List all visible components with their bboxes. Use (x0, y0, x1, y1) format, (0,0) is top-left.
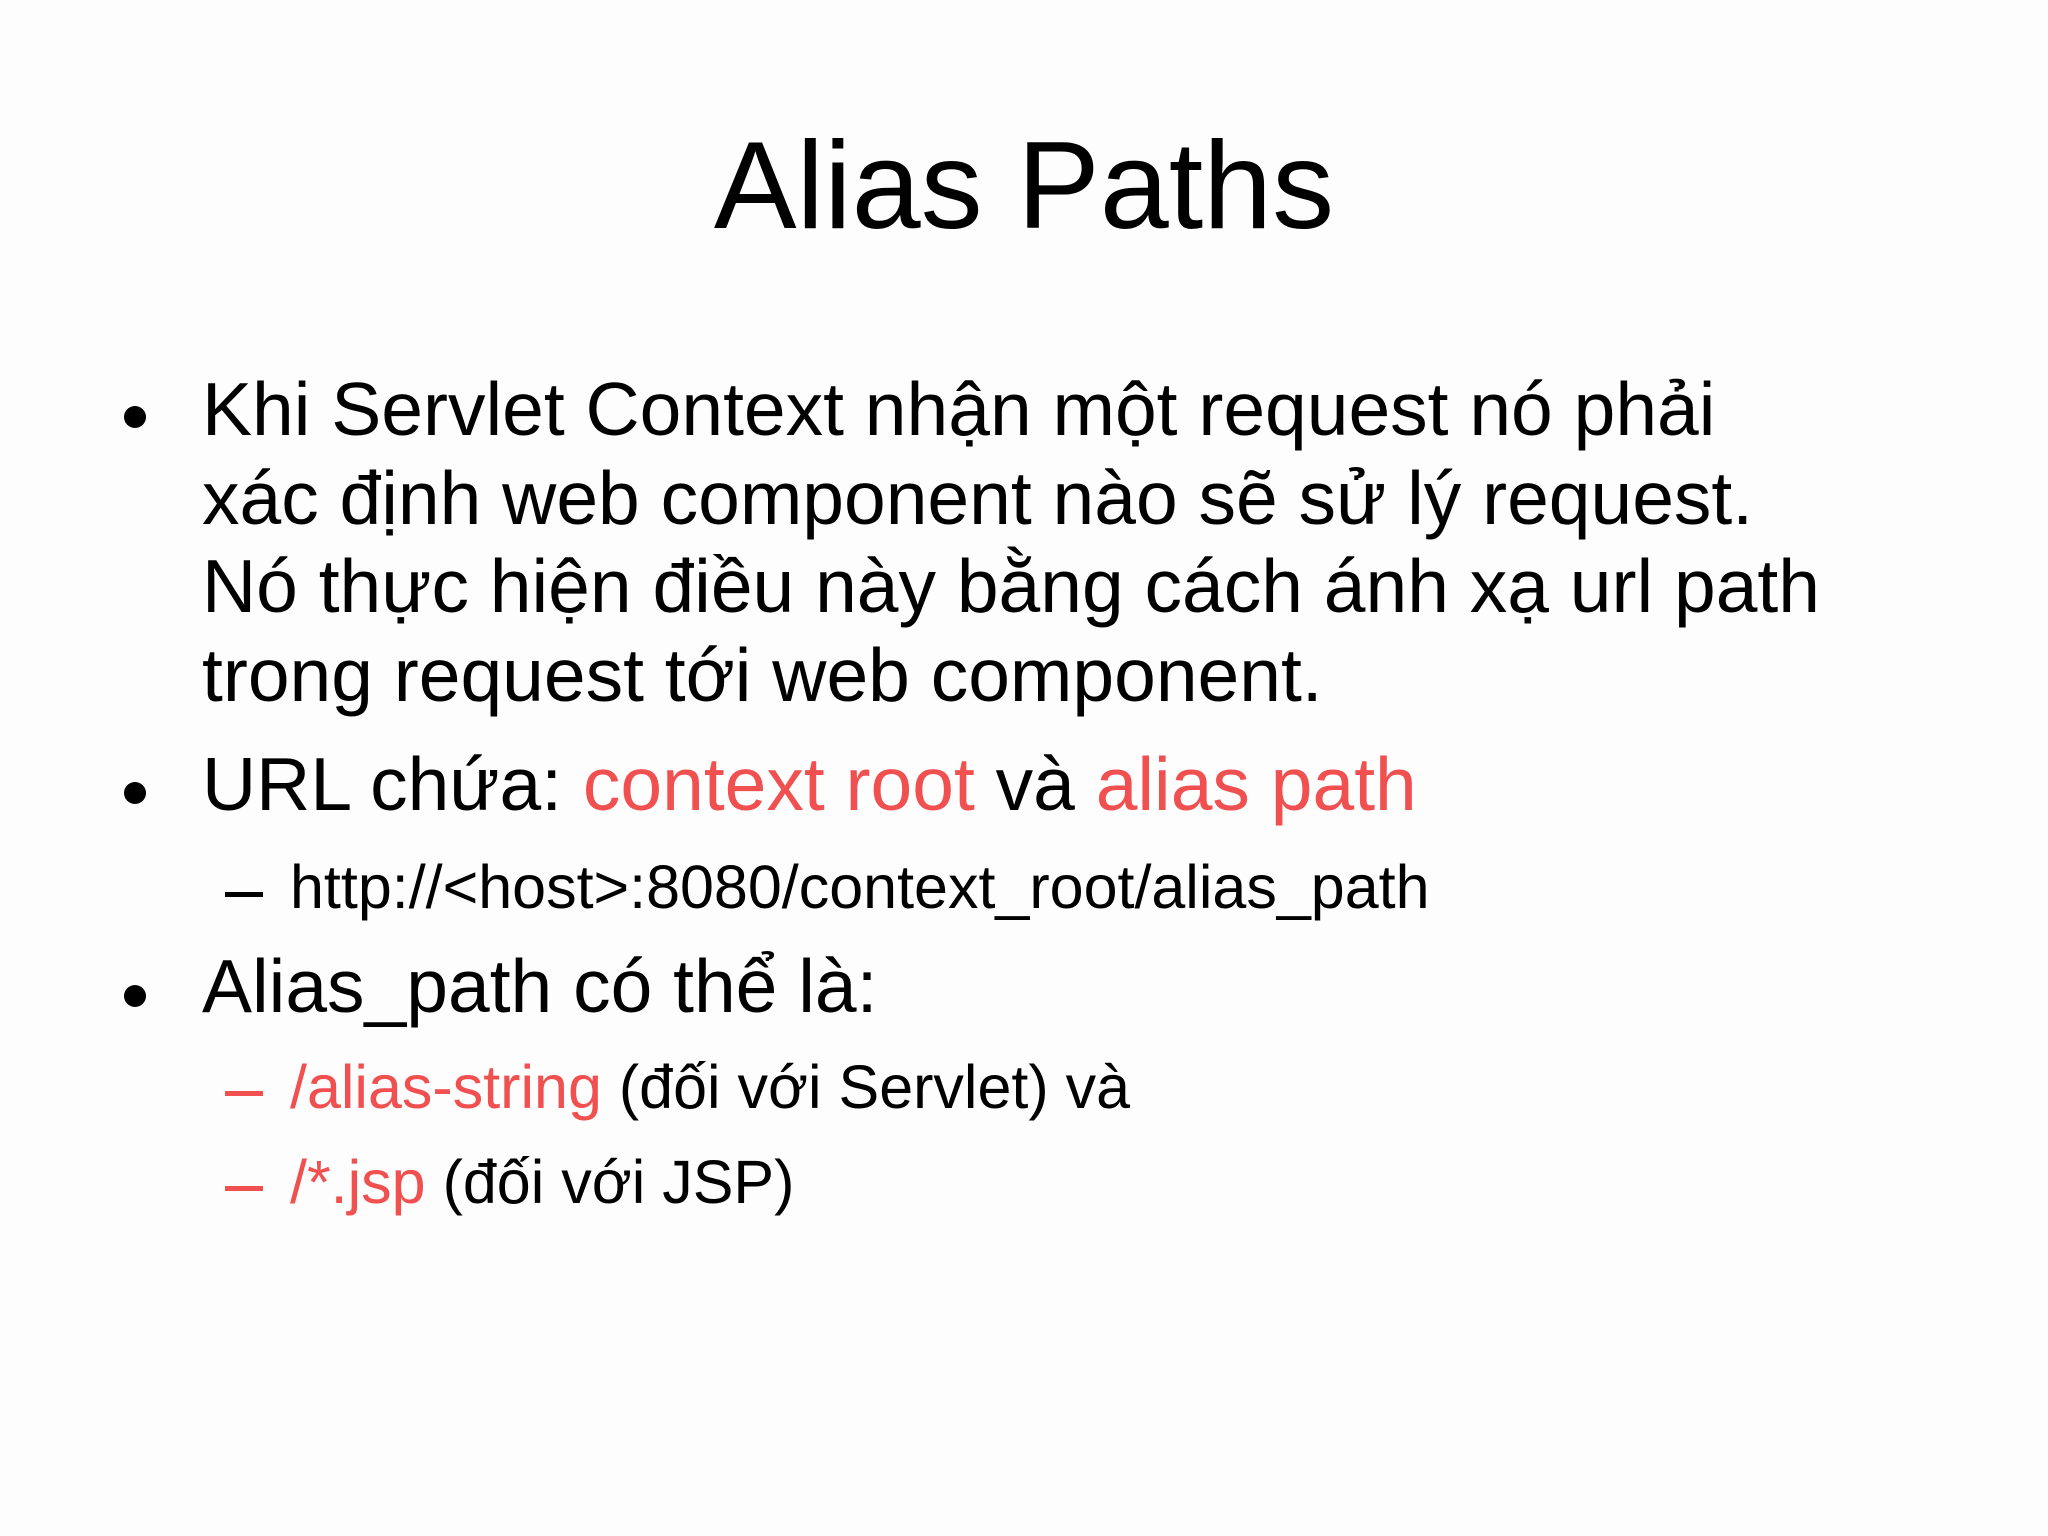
bullet-icon (124, 782, 146, 804)
dash-icon (225, 1186, 263, 1191)
bullet-2-middle: và (974, 742, 1096, 826)
bullet-icon (124, 406, 146, 428)
sub-bullet-url-example: http://<host>:8080/context_root/alias_pa… (290, 853, 1430, 921)
highlight-jsp: /*.jsp (290, 1148, 426, 1216)
bullet-1-line-2: xác định web component nào sẽ sử lý requ… (202, 456, 1754, 540)
highlight-context-root: context root (582, 742, 975, 826)
highlight-alias-path: alias path (1095, 742, 1417, 826)
bullet-1-line-1: Khi Servlet Context nhận một request nó … (202, 367, 1716, 451)
highlight-alias-string: /alias-string (290, 1053, 602, 1121)
slide-title: Alias Paths (713, 117, 1335, 255)
dash-icon (225, 1091, 263, 1096)
bullet-1-line-3: Nó thực hiện điều này bằng cách ánh xạ u… (202, 544, 1820, 628)
sub-bullet-alias-string: /alias-string (đối với Servlet) và (290, 1057, 1130, 1118)
sub-bullet-alias-string-text: (đối với Servlet) và (601, 1053, 1131, 1121)
sub-bullet-jsp: /*.jsp (đối với JSP) (290, 1152, 794, 1213)
bullet-2-text: URL chứa: context root và alias path (202, 747, 1417, 822)
bullet-icon (124, 985, 146, 1007)
dash-icon (225, 892, 263, 897)
bullet-2-prefix: URL chứa: (202, 742, 583, 826)
bullet-1-line-4: trong request tới web component. (202, 633, 1323, 717)
bullet-3-text: Alias_path có thể là: (202, 944, 878, 1028)
sub-bullet-jsp-text: (đối với JSP) (425, 1148, 795, 1216)
